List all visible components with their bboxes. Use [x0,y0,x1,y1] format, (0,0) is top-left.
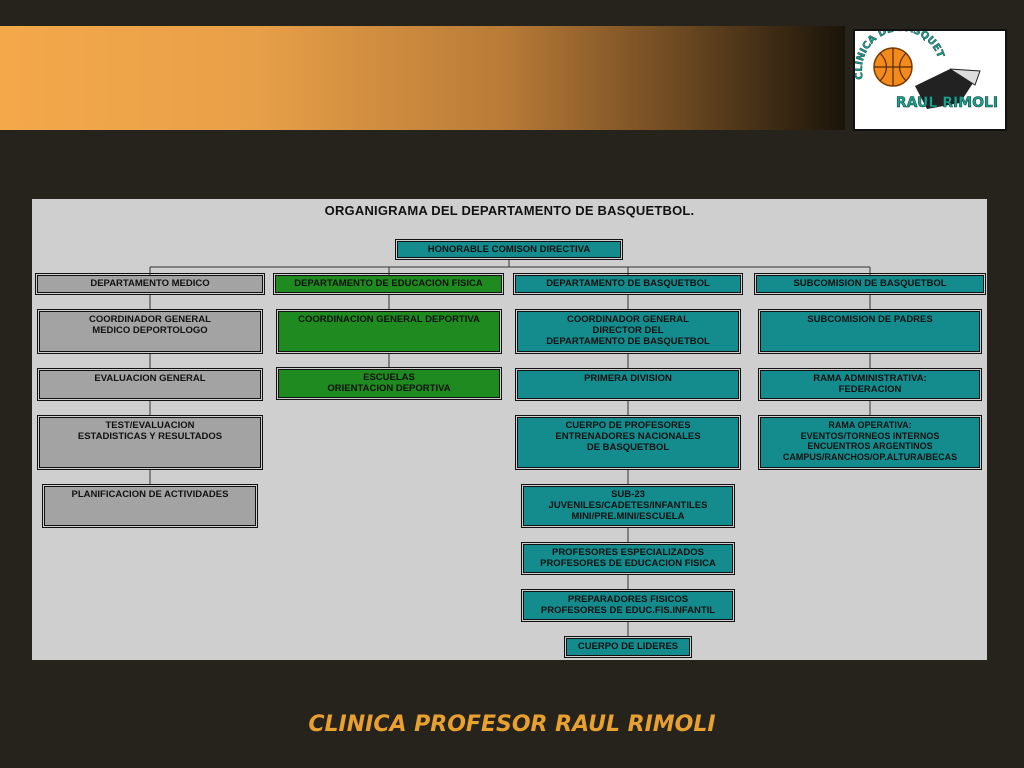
medico-item-node: TEST/EVALUACION ESTADISTICAS Y RESULTADO… [37,415,263,470]
educacion-item-node: COORDINACION GENERAL DEPORTIVA [276,309,502,354]
basquetbol-item-node: PROFESORES ESPECIALIZADOS PROFESORES DE … [521,542,735,575]
basketball-logo-icon: CLINICA DE BASQUETBOL RAUL RIMOLI [855,31,998,111]
educacion-item-node: ESCUELAS ORIENTACION DEPORTIVA [276,367,502,400]
dept-basquetbol-node: DEPARTAMENTO DE BASQUETBOL [513,273,743,295]
dept-subcomision-node: SUBCOMISION DE BASQUETBOL [754,273,986,295]
basquetbol-item-node: COORDINADOR GENERAL DIRECTOR DEL DEPARTA… [515,309,741,354]
clinic-logo: CLINICA DE BASQUETBOL RAUL RIMOLI [855,31,1005,129]
root-node: HONORABLE COMISON DIRECTIVA [395,239,623,260]
basquetbol-item-node: SUB-23 JUVENILES/CADETES/INFANTILES MINI… [521,484,735,528]
dept-educacion-node: DEPARTAMENTO DE EDUCACION FISICA [273,273,504,295]
subcomision-item-node: RAMA ADMINISTRATIVA: FEDERACION [758,368,982,401]
basquetbol-item-node: CUERPO DE LIDERES [564,636,692,658]
footer-title: CLINICA PROFESOR RAUL RIMOLI [308,712,716,737]
medico-item-node: COORDINADOR GENERAL MEDICO DEPORTOLOGO [37,309,263,354]
subcomision-item-node: SUBCOMISION DE PADRES [758,309,982,354]
medico-item-node: EVALUACION GENERAL [37,368,263,401]
medico-item-node: PLANIFICACION DE ACTIVIDADES [42,484,258,528]
org-chart-panel: ORGANIGRAMA DEL DEPARTAMENTO DE BASQUETB… [32,199,987,660]
header-gradient-bar [0,26,845,130]
basquetbol-item-node: PRIMERA DIVISION [515,368,741,401]
chart-title: ORGANIGRAMA DEL DEPARTAMENTO DE BASQUETB… [324,203,695,218]
subcomision-item-node: RAMA OPERATIVA: EVENTOS/TORNEOS INTERNOS… [758,415,982,470]
dept-medico-node: DEPARTAMENTO MEDICO [35,273,265,295]
org-chart-connectors [149,259,871,637]
basquetbol-item-node: PREPARADORES FISICOS PROFESORES DE EDUC.… [521,589,735,622]
logo-name-text: RAUL RIMOLI [896,95,998,111]
basquetbol-item-node: CUERPO DE PROFESORES ENTRENADORES NACION… [515,415,741,470]
